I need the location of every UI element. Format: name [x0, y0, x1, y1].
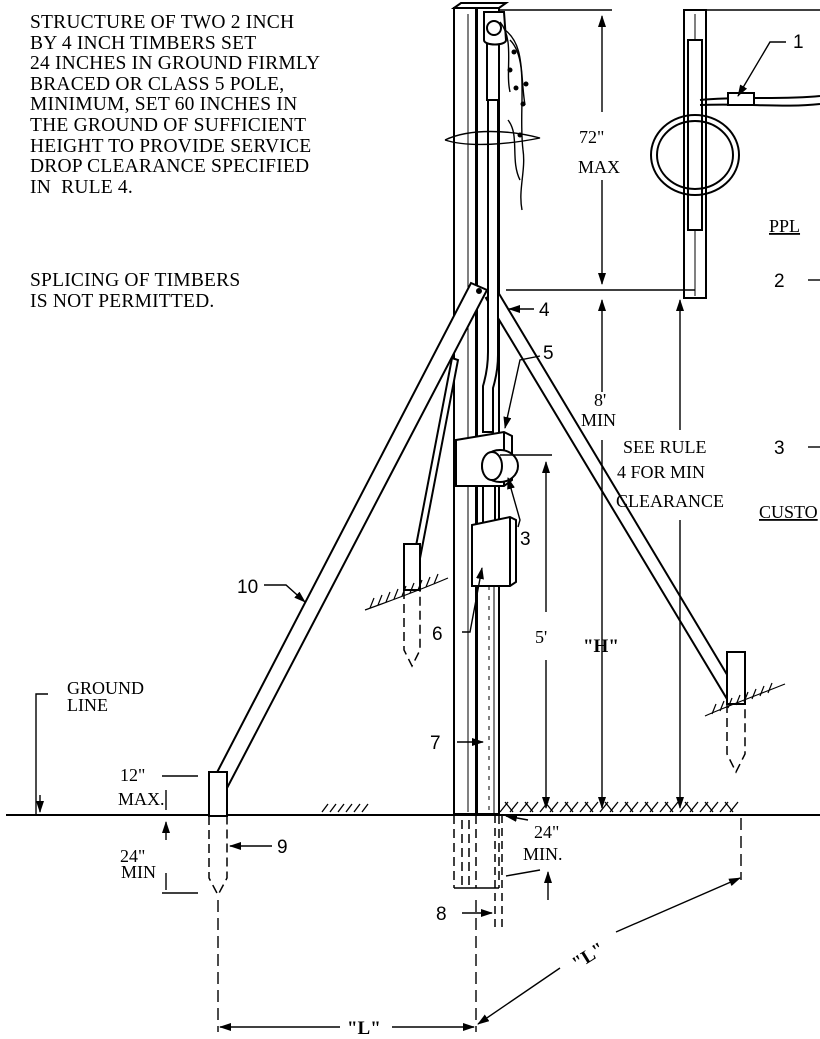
callout-10: 10 [237, 577, 258, 598]
structure-note-line: HEIGHT TO PROVIDE SERVICE [30, 135, 312, 157]
right-stake-hatch [704, 682, 786, 717]
structure-note-line: DROP CLEARANCE SPECIFIED [30, 156, 310, 178]
structure-note-line: THE GROUND OF SUFFICIENT [30, 114, 307, 136]
ground-line-label-2: LINE [67, 695, 108, 715]
customer-item-number: 3 [774, 438, 785, 459]
weatherhead [483, 11, 508, 46]
ground-hatching [321, 801, 739, 813]
rear-stake-below-ground [403, 590, 421, 668]
height-label: "H" [583, 636, 619, 657]
callout-1: 1 [793, 32, 804, 53]
ground-line-label-1: GROUND [67, 678, 144, 698]
callout-leaders [229, 41, 820, 917]
structure-note-line: 24 INCHES IN GROUND FIRMLY [30, 53, 321, 75]
rule-line-1: SEE RULE [623, 437, 707, 457]
conduit-depth-value: 24" [534, 822, 559, 842]
pole-below-ground [453, 815, 500, 889]
detail-inset [650, 9, 820, 299]
ppl-label: PPL [769, 216, 800, 236]
callout-9: 9 [277, 837, 288, 858]
callout-5: 5 [543, 343, 554, 364]
splicing-note-line: IS NOT PERMITTED. [30, 290, 215, 312]
structure-note-line: MINIMUM, SET 60 INCHES IN [30, 94, 298, 116]
conduit-below-ground [494, 815, 503, 930]
left-stake-below-ground [208, 816, 228, 897]
below-ground-unit: MIN [121, 862, 156, 882]
length-left-label: "L" [347, 1018, 381, 1039]
structure-note-line: BRACED OR CLASS 5 POLE, [30, 73, 285, 95]
splicing-note-line: SPLICING OF TIMBERS [30, 270, 241, 291]
structure-note-line: IN RULE 4. [30, 176, 133, 198]
disconnect-box [471, 515, 517, 587]
below-ground-value: 24" [120, 846, 145, 866]
callout-7: 7 [430, 733, 441, 754]
callout-4: 4 [539, 300, 550, 321]
service-drop-wires [444, 21, 541, 211]
five-feet-label: 5' [535, 627, 547, 647]
brace-left [208, 281, 489, 817]
mid-min-unit: MIN [581, 410, 616, 430]
structure-note-line: BY 4 INCH TIMBERS SET [30, 32, 257, 54]
callout-3: 3 [520, 529, 531, 550]
mid-min-value: 8' [594, 390, 606, 410]
rule-line-3: CLEARANCE [616, 491, 724, 511]
top-max-unit: MAX [578, 157, 620, 177]
top-max-value: 72" [579, 127, 604, 147]
service-drop-wire-ties [507, 49, 529, 138]
callout-8: 8 [436, 904, 447, 925]
meter-base [455, 430, 519, 487]
structure-note-line: STRUCTURE OF TWO 2 INCH [30, 12, 295, 33]
ppl-item-number: 2 [774, 271, 785, 292]
brace-rear [403, 356, 460, 591]
dimension-lines [35, 9, 742, 1032]
right-stake-below-ground [726, 704, 746, 774]
above-ground-value: 12" [120, 765, 145, 785]
callout-6: 6 [432, 624, 443, 645]
above-ground-unit: MAX. [118, 789, 165, 809]
rule-line-2: 4 FOR MIN [617, 462, 705, 482]
customer-label: CUSTO [759, 502, 818, 522]
rear-stake-hatch [364, 573, 449, 611]
length-right-label: "L" [569, 939, 609, 975]
conduit-depth-unit: MIN. [523, 844, 563, 864]
